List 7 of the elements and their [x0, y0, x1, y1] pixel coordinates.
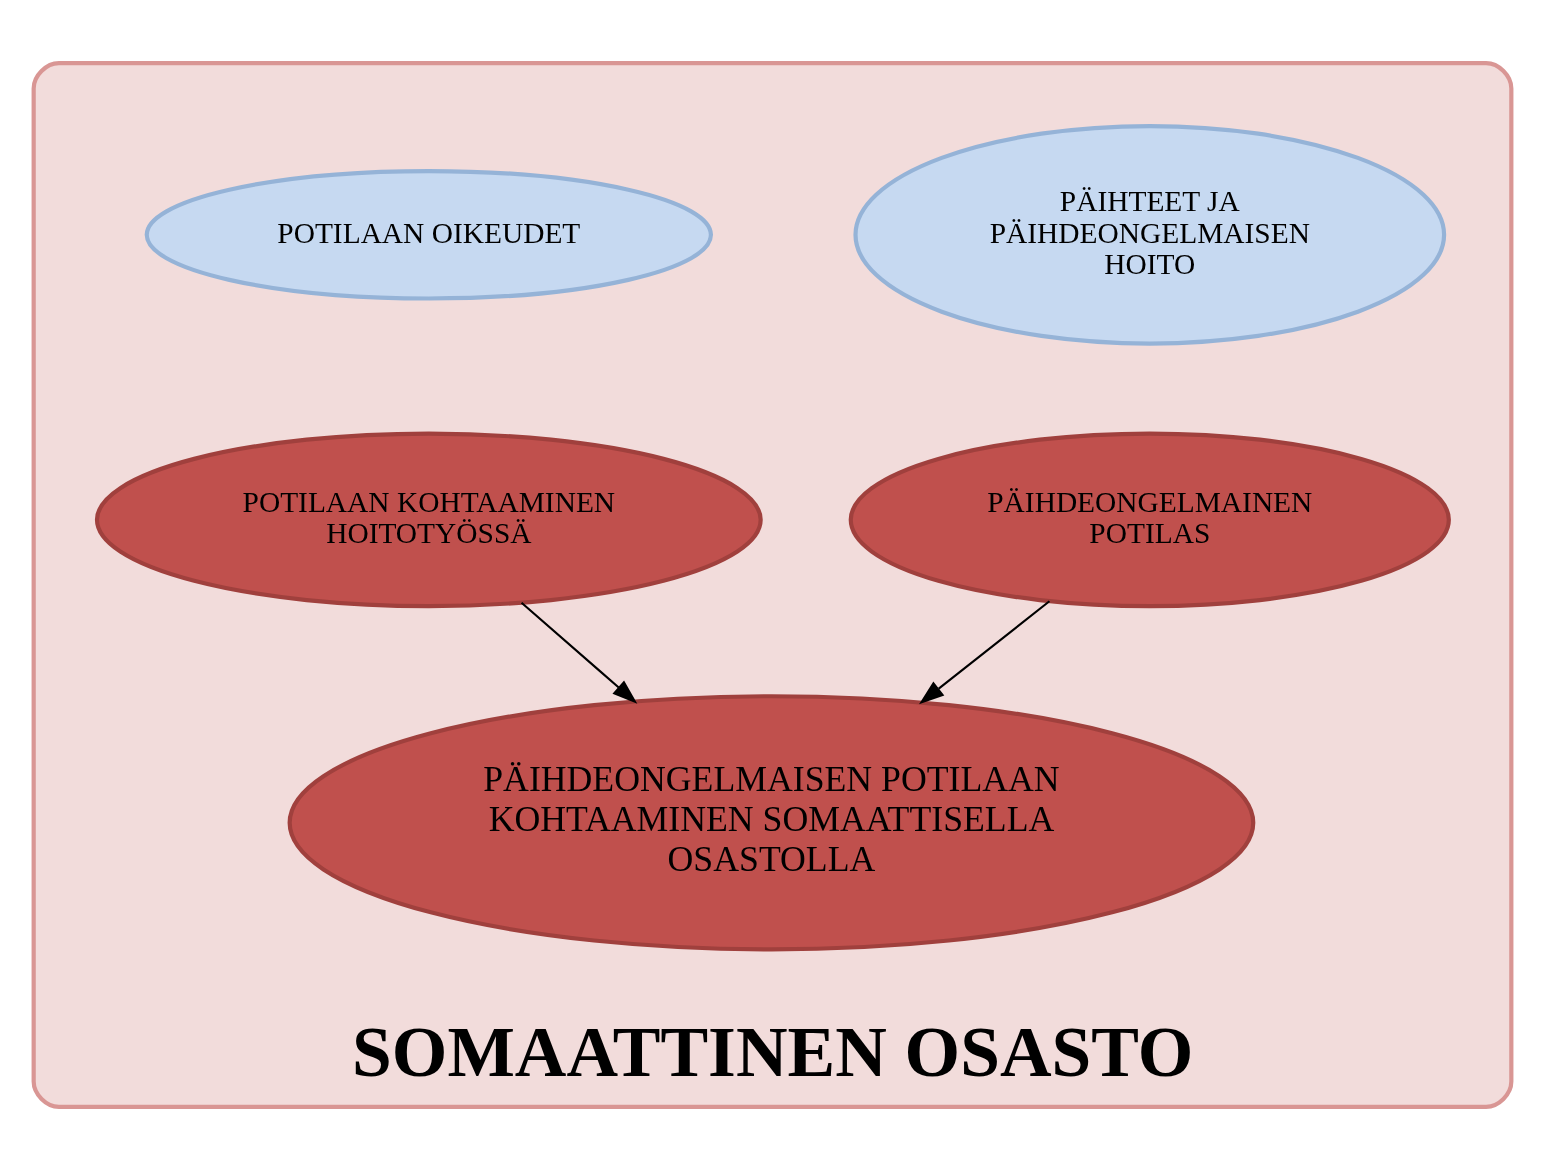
- node-ellipse: PÄIHDEONGELMAINEN POTILAS: [848, 431, 1451, 608]
- node-ellipse: PÄIHTEET JA PÄIHDEONGELMAISEN HOITO: [853, 123, 1447, 346]
- node-ellipse: POTILAAN OIKEUDET: [144, 168, 713, 301]
- arrow: [520, 601, 638, 704]
- node-ellipse: PÄIHDEONGELMAISEN POTILAAN KOHTAAMINEN SOMAATTISELLA OSASTOLLA: [287, 693, 1256, 951]
- arrow: [919, 599, 1051, 704]
- node-ellipse: POTILAAN KOHTAAMINEN HOITOTYÖSSÄ: [94, 431, 763, 608]
